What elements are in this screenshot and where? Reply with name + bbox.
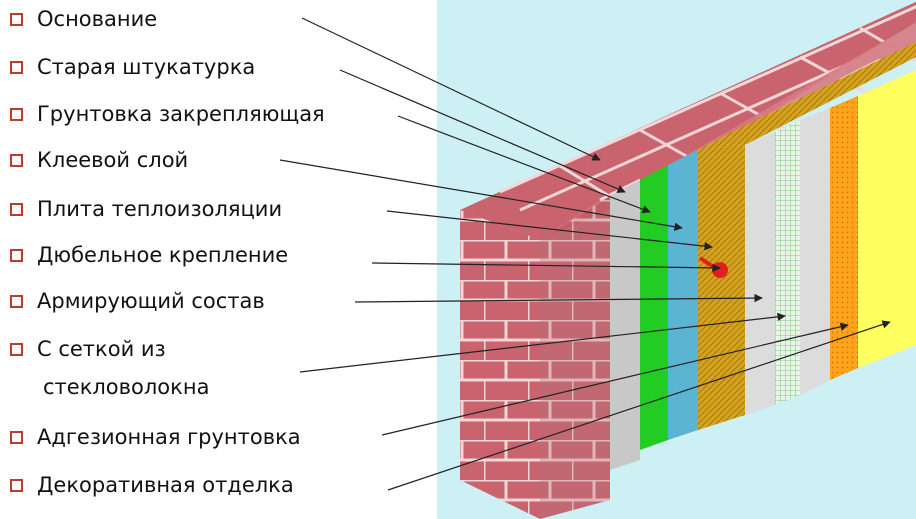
fiberglass-mesh-layer (775, 120, 800, 405)
legend-label: Плита теплоизоляции (37, 196, 283, 221)
brick-wall-side (540, 196, 610, 519)
legend-item-base: Основание (10, 4, 157, 34)
legend-label: Основание (37, 6, 158, 31)
legend-background (0, 0, 437, 519)
legend-item-insulation-board: Плита теплоизоляции (10, 194, 282, 224)
legend-label: Клеевой слой (37, 147, 189, 172)
fixing-primer-layer (640, 165, 668, 450)
legend-item-adhesion-primer: Адгезионная грунтовка (10, 422, 301, 452)
legend-item-adhesive-layer: Клеевой слой (10, 145, 188, 175)
reinforcing-layer (745, 132, 775, 415)
old-plaster-layer (610, 180, 640, 470)
legend-item-fiberglass-mesh: С сеткой из (10, 334, 166, 364)
brick-wall-top (460, 1, 916, 240)
decorative-finish-layer (858, 70, 916, 368)
legend-label: С сеткой из (37, 336, 166, 361)
insulation-board-top (698, 41, 916, 150)
dowel-head (712, 262, 728, 278)
leader-lines (279, 17, 891, 491)
checkbox-icon[interactable] (10, 248, 23, 262)
legend-item-old-plaster: Старая штукатурка (10, 52, 255, 82)
checkbox-icon[interactable] (10, 12, 23, 26)
insulation-board-layer (698, 145, 745, 430)
legend-item-dowel-fastening: Дюбельное крепление (10, 240, 288, 270)
legend-label: Грунтовка закрепляющая (37, 101, 325, 126)
legend-label: Старая штукатурка (37, 54, 256, 79)
legend-item-decorative-finish: Декоративная отделка (10, 470, 294, 500)
legend-label: Декоративная отделка (37, 472, 294, 497)
legend-item-reinforcing-compound: Армирующий состав (10, 286, 265, 316)
checkbox-icon[interactable] (10, 107, 23, 121)
checkbox-icon[interactable] (10, 294, 23, 308)
legend-label: Дюбельное крепление (37, 242, 289, 267)
checkbox-icon[interactable] (10, 342, 23, 356)
legend-item-fixing-primer: Грунтовка закрепляющая (10, 99, 325, 129)
adhesion-primer-layer (830, 96, 858, 380)
checkbox-icon[interactable] (10, 202, 23, 216)
adhesive-layer-band (668, 150, 698, 440)
legend-label: Армирующий состав (37, 288, 265, 313)
brick-wall-front (460, 210, 540, 519)
checkbox-icon[interactable] (10, 430, 23, 444)
legend-item-fiberglass-mesh-continuation: стекловолокна (43, 372, 209, 402)
checkbox-icon[interactable] (10, 60, 23, 74)
checkbox-icon[interactable] (10, 478, 23, 492)
legend-label: Адгезионная грунтовка (37, 424, 301, 449)
base-coat-layer (800, 108, 830, 395)
checkbox-icon[interactable] (10, 153, 23, 167)
legend-label-continuation: стекловолокна (43, 374, 210, 399)
